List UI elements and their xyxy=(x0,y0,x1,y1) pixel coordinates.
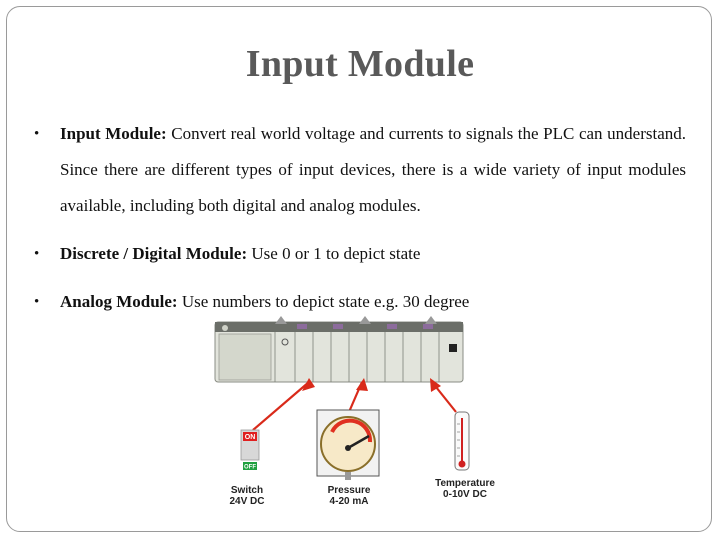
pressure-name: Pressure xyxy=(327,485,371,496)
temperature-label: Temperature 0-10V DC xyxy=(427,478,503,500)
bullet-list: • Input Module: Convert real world volta… xyxy=(34,116,686,332)
pressure-spec: 4-20 mA xyxy=(329,496,369,507)
bullet-dot: • xyxy=(34,294,40,310)
switch-name: Switch xyxy=(230,485,264,496)
pressure-gauge xyxy=(316,409,380,480)
bullet-text: Use numbers to depict state e.g. 30 degr… xyxy=(177,292,470,311)
switch-off-label: OFF xyxy=(244,465,256,471)
slide-title: Input Module xyxy=(245,43,475,85)
plc-illustration: ON OFF xyxy=(214,316,470,480)
bullet-dot: • xyxy=(34,246,40,262)
switch-label: Switch 24V DC xyxy=(219,485,275,507)
bullet-term: Discrete / Digital Module: xyxy=(60,244,248,263)
bullet-text: Convert real world voltage and currents … xyxy=(60,124,686,215)
temperature-name: Temperature xyxy=(435,478,495,489)
bullet-term: Analog Module: xyxy=(60,292,178,311)
switch-on-label: ON xyxy=(245,434,256,441)
bullet-term: Input Module: xyxy=(60,124,167,143)
temperature-spec: 0-10V DC xyxy=(443,489,487,500)
plc-rack xyxy=(214,316,464,383)
bullet-analog-module: • Analog Module: Use numbers to depict s… xyxy=(34,284,686,320)
switch-device: ON OFF xyxy=(240,429,260,471)
switch-spec: 24V DC xyxy=(229,496,265,507)
bullet-digital-module: • Discrete / Digital Module: Use 0 or 1 … xyxy=(34,236,686,272)
signal-arrows xyxy=(252,378,457,431)
bullet-input-module: • Input Module: Convert real world volta… xyxy=(34,116,686,224)
pressure-label: Pressure 4-20 mA xyxy=(317,485,381,507)
bullet-text: Use 0 or 1 to depict state xyxy=(247,244,421,263)
bullet-dot: • xyxy=(34,126,40,142)
thermometer xyxy=(454,411,470,471)
plc-io-diagram: ON OFF Switch 2 xyxy=(205,312,505,517)
